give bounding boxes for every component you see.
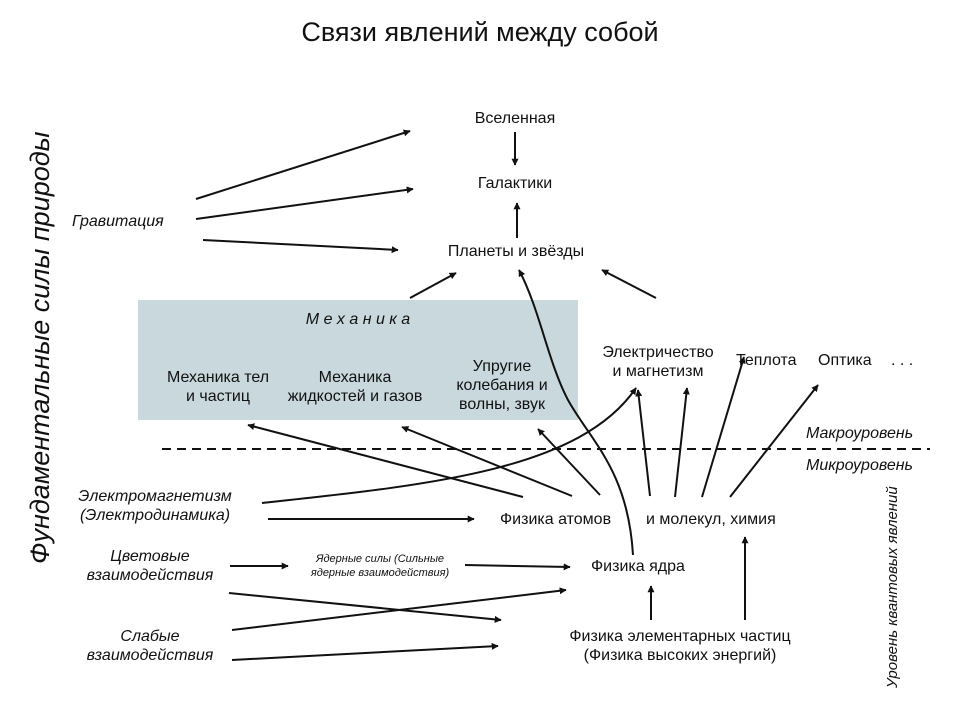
node-atoms: Физика атомов	[500, 511, 612, 528]
arrow-electromagnetism-electricity	[261, 387, 637, 504]
node-mechanics-fluids: Механика жидкостей и газов	[280, 368, 430, 406]
electrodynamics-line: (Электродинамика)	[79, 507, 231, 524]
arrow-gravitation-galaxies	[195, 186, 414, 220]
elementary-line-2: (Физика высоких энергий)	[583, 647, 777, 664]
node-galaxies: Галактики	[477, 175, 553, 192]
mechanics-box	[138, 300, 578, 420]
node-elementary: Физика элементарных частиц (Физика высок…	[530, 627, 830, 665]
force-color: Цветовые взаимодействия	[70, 547, 230, 585]
arrow-molecules-heat	[701, 356, 746, 498]
color-line-2: взаимодействия	[86, 567, 214, 584]
level-macro: Макроуровень	[806, 425, 914, 442]
node-nucleus: Физика ядра	[591, 558, 685, 575]
arrow-molecules-electricity	[635, 389, 651, 497]
electricity-line-1: Электричество	[602, 344, 714, 361]
arrow-weak-elementary	[231, 642, 499, 661]
page-title: Связи явлений между собой	[301, 17, 659, 47]
electricity-line-2: и магнетизм	[612, 363, 704, 380]
weak-line-1: Слабые	[120, 628, 180, 645]
node-universe: Вселенная	[474, 110, 556, 127]
elementary-line-1: Физика элементарных частиц	[569, 628, 791, 645]
arrow-gravitation-planets	[202, 239, 399, 254]
node-electricity: Электричество и магнетизм	[578, 343, 738, 381]
weak-line-2: взаимодействия	[86, 647, 214, 664]
fluids-line-1: Механика	[318, 369, 392, 386]
arrow-nucleus-planets	[518, 269, 634, 556]
nuclear-line-2: ядерные взаимодействия)	[310, 567, 450, 579]
force-weak: Слабые взаимодействия	[70, 627, 230, 665]
arrow-electricity-planets	[601, 269, 657, 299]
node-molecules: и молекул, химия	[646, 511, 776, 528]
bodies-line-2: и частиц	[185, 388, 251, 405]
quantum-level-label-1: Уровень квантовых явлений	[884, 486, 901, 688]
elastic-line-3: волны, звук	[459, 396, 545, 413]
arrow-atoms-fluids	[401, 426, 573, 497]
node-heat: Теплота	[736, 352, 797, 369]
nuclear-line-1: Ядерные силы (Сильные	[315, 553, 445, 565]
arrow-atoms-bodies	[247, 423, 524, 498]
arrow-color-elementary	[228, 592, 502, 623]
fluids-line-2: жидкостей и газов	[287, 388, 423, 405]
elastic-line-1: Упругие	[472, 358, 532, 375]
force-nuclear: Ядерные силы (Сильные ядерные взаимодейс…	[280, 552, 480, 580]
mechanics-header: М е х а н и к а	[305, 311, 411, 328]
arrow-mechanics-planets	[409, 272, 457, 299]
node-mechanics-elastic: Упругие колебания и волны, звук	[432, 357, 572, 414]
arrow-nuclear-nucleus	[464, 563, 571, 571]
node-optics: Оптика	[818, 352, 872, 369]
elastic-line-2: колебания и	[456, 377, 548, 394]
arrow-atoms-elastic	[537, 428, 601, 496]
arrow-molecules-electricity-2	[674, 387, 690, 498]
bodies-line-1: Механика тел	[166, 369, 270, 386]
level-micro: Микроуровень	[806, 457, 913, 474]
force-gravitation: Гравитация	[72, 213, 164, 230]
arrow-weak-nucleus	[231, 587, 567, 631]
force-electromagnetism: Электромагнетизм (Электродинамика)	[50, 487, 260, 525]
arrow-molecules-optics	[729, 384, 819, 498]
electromagnetism-line: Электромагнетизм	[78, 488, 232, 505]
node-ellipsis: . . .	[891, 352, 914, 369]
node-mechanics-bodies: Механика тел и частиц	[148, 368, 288, 406]
color-line-1: Цветовые	[110, 548, 190, 565]
arrow-gravitation-universe	[195, 129, 411, 200]
node-planets: Планеты и звёзды	[447, 243, 585, 260]
